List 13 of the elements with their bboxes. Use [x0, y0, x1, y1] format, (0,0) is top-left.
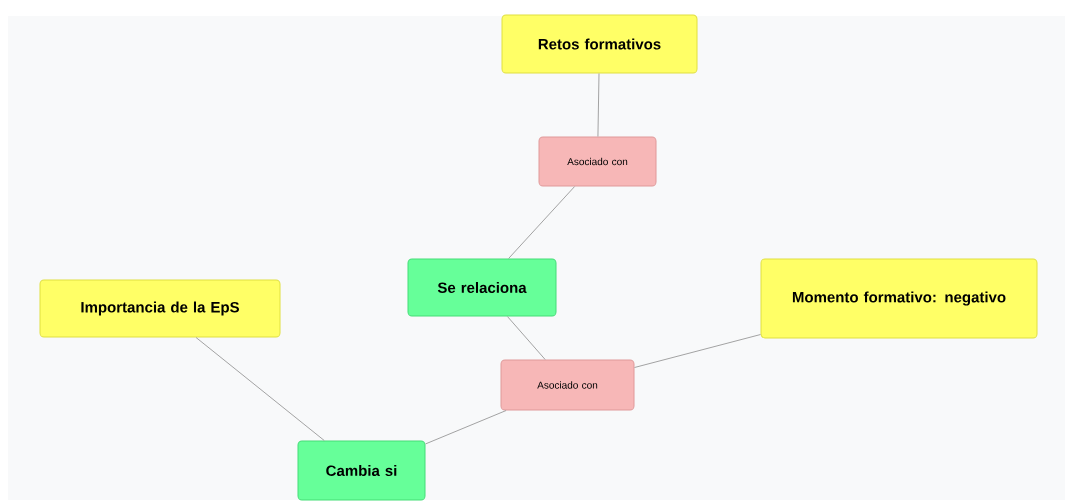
- link-box: Asociado con: [500, 359, 635, 411]
- connector-line: [634, 334, 761, 368]
- action-box: Se relaciona: [407, 258, 557, 317]
- concept-box: Importancia de la EpS: [39, 279, 281, 338]
- connector-line: [507, 316, 546, 360]
- connector-line: [597, 73, 600, 137]
- connector-line: [508, 186, 576, 259]
- concept-box: Momento formativo: negativo: [760, 258, 1038, 339]
- action-box: Cambia si: [297, 440, 426, 501]
- concept-box: Retos formativos: [501, 14, 698, 74]
- link-box: Asociado con: [538, 136, 657, 187]
- connector-line: [195, 337, 325, 441]
- connector-line: [425, 410, 507, 445]
